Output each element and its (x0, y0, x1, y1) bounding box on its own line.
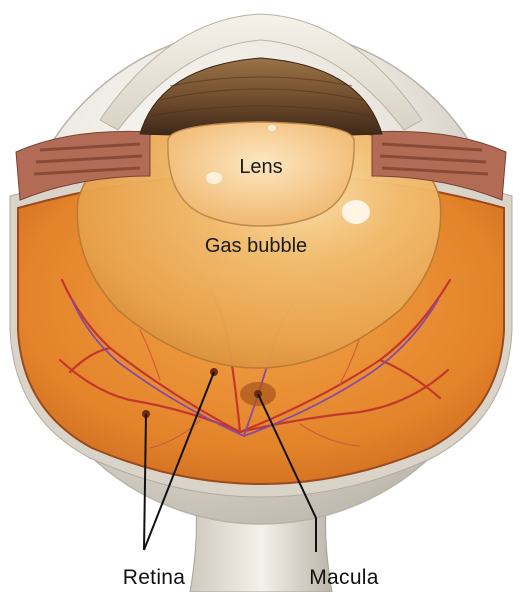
lens-highlight-small (268, 125, 276, 131)
gas-bubble-label: Gas bubble (205, 235, 307, 257)
retina-label: Retina (123, 566, 186, 589)
macula-label: Macula (309, 566, 379, 589)
lens-highlight (206, 172, 222, 184)
lens-label: Lens (239, 156, 282, 178)
bubble-highlight (342, 200, 370, 224)
